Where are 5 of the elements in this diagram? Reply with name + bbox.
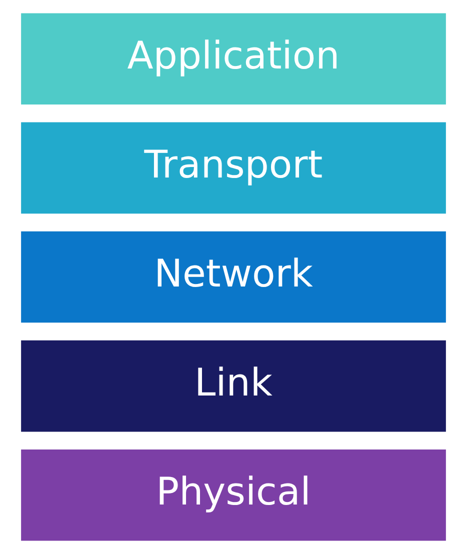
node-box: Link (20, 340, 446, 432)
node-box: Transport (20, 122, 446, 214)
node-box: Network (20, 231, 446, 323)
node-box: Physical (20, 449, 446, 541)
node-box: Application (20, 13, 446, 105)
